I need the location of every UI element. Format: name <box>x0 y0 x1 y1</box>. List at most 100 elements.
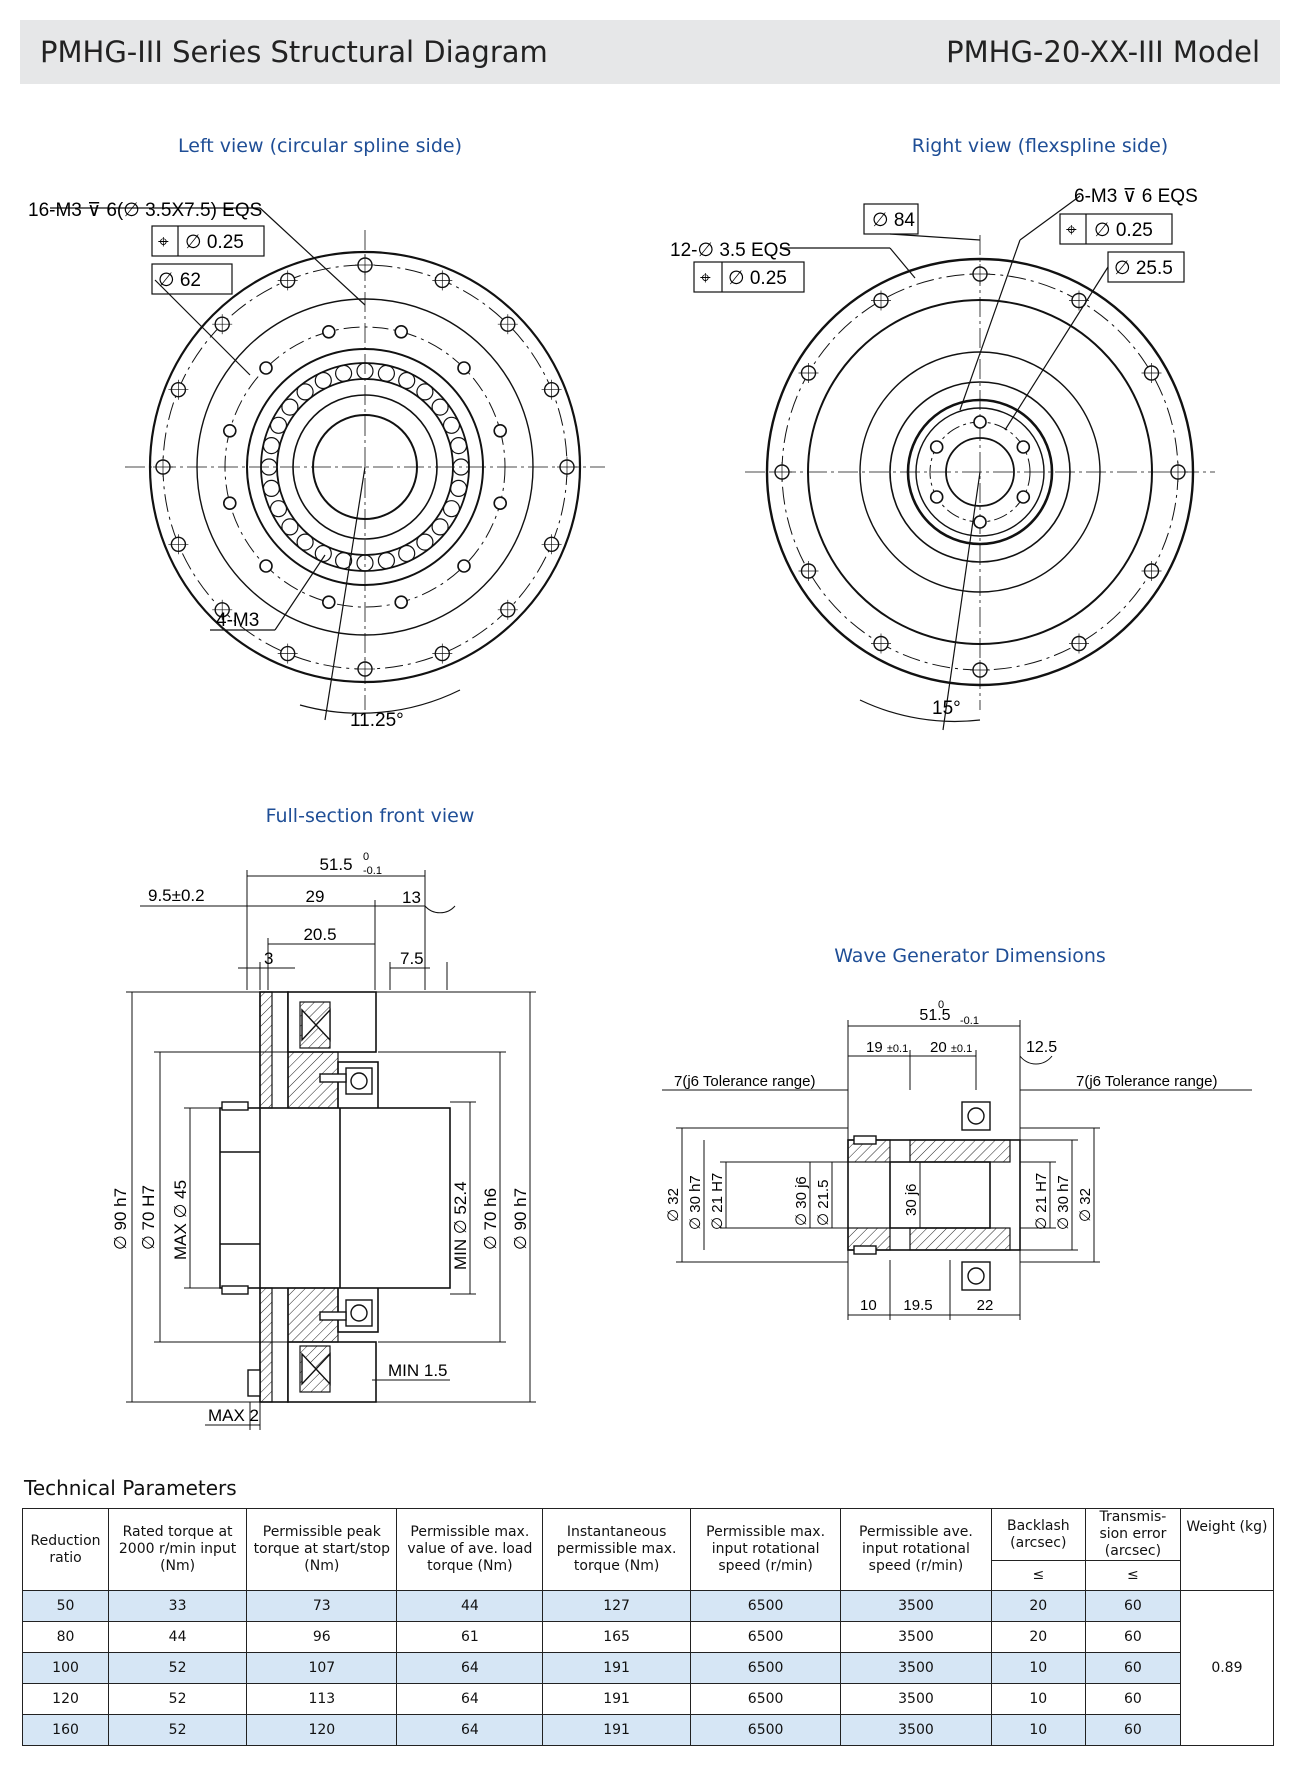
right-dia-inner-label: ∅ 25.5 <box>1114 258 1173 279</box>
wave-phi32a: ∅ 32 <box>665 1188 682 1222</box>
table-cell: 3500 <box>840 1652 992 1684</box>
bolt-hole <box>262 437 280 455</box>
header-instantaneous-torque: Instantaneous permissible max. torque (N… <box>542 1508 691 1591</box>
table-cell: 191 <box>542 1652 691 1684</box>
header-rated-torque: Rated torque at 2000 r/min input (Nm) <box>108 1508 248 1591</box>
bolt-hole <box>929 440 944 454</box>
table-cell: 100 <box>21 1652 110 1684</box>
table-cell: 61 <box>396 1621 544 1653</box>
table-cell: 120 <box>246 1714 398 1746</box>
bolt-hole <box>314 544 332 563</box>
header-error-le: ≤ <box>1085 1560 1181 1591</box>
bolt-hole <box>442 500 461 518</box>
left-view-caption: Left view (circular spline side) <box>178 135 462 157</box>
wave-d19: 19 ±0.1 <box>866 1039 908 1056</box>
section-overall-tol-low: -0.1 <box>363 865 382 877</box>
table-cell: 64 <box>396 1652 544 1684</box>
bolt-hole <box>269 500 288 518</box>
table-cell: 52 <box>108 1652 248 1684</box>
table-cell: 60 <box>1085 1590 1181 1622</box>
wave-phi30a: ∅ 30 h7 <box>687 1175 704 1230</box>
position-tol-icon-2: ⌖ <box>700 268 711 289</box>
table-cell: 191 <box>542 1714 691 1746</box>
table-cell: 52 <box>108 1714 248 1746</box>
section-view-drawing: 51.5 0 -0.1 9.5±0.2 29 13 20.5 3 7.5 <box>111 851 536 1430</box>
right-tol1-label: ∅ 0.25 <box>728 268 787 289</box>
bolt-hole <box>1016 440 1031 454</box>
left-angle-label: 11.25° <box>350 710 404 731</box>
page-header: PMHG-III Series Structural Diagram PMHG-… <box>20 20 1280 84</box>
bolt-hole <box>314 371 332 390</box>
table-cell: 6500 <box>689 1590 842 1622</box>
header-reduction-ratio: Reduction ratio <box>21 1508 110 1591</box>
bolt-hole <box>335 364 353 382</box>
section-overall-tol-up: 0 <box>363 851 369 863</box>
table-cell: 10 <box>990 1714 1087 1746</box>
wave-phi30b: ∅ 30 h7 <box>1055 1175 1072 1230</box>
section-view-caption: Full-section front view <box>265 805 475 827</box>
header-weight: Weight (kg) <box>1179 1508 1275 1591</box>
bolt-hole <box>262 479 280 497</box>
table-cell: 44 <box>396 1590 544 1622</box>
wave-generator-drawing: 51.5 0 -0.1 19 ±0.1 20 ±0.1 12.5 7(j6 To… <box>662 999 1252 1320</box>
bolt-hole <box>259 559 273 573</box>
table-cell: 165 <box>542 1621 691 1653</box>
table-cell: 6500 <box>689 1652 842 1684</box>
table-cell: 113 <box>246 1683 398 1715</box>
wave-overall-dim: 51.5 <box>919 1007 950 1024</box>
bolt-hole <box>450 437 468 455</box>
bolt-hole <box>416 533 434 551</box>
bolt-hole <box>223 424 237 438</box>
bolt-hole <box>356 554 374 572</box>
right-dia-outer-label: ∅ 84 <box>872 210 915 231</box>
table-cell: 10 <box>990 1652 1087 1684</box>
table-cell: 10 <box>990 1683 1087 1715</box>
section-d95: 9.5±0.2 <box>148 886 205 905</box>
section-d13: 13 <box>402 888 421 907</box>
bolt-hole <box>398 544 416 563</box>
page-title: PMHG-III Series Structural Diagram <box>40 35 548 69</box>
table-cell: 6500 <box>689 1683 842 1715</box>
bolt-hole <box>398 371 416 390</box>
section-phi90b: ∅ 90 h7 <box>511 1188 530 1250</box>
table-cell: 64 <box>396 1714 544 1746</box>
bolt-hole <box>296 533 314 551</box>
bolt-hole <box>377 552 395 570</box>
table-cell: 107 <box>246 1652 398 1684</box>
right-angle-label: 15° <box>932 698 961 719</box>
wave-phi21a: ∅ 21 H7 <box>709 1173 726 1230</box>
table-cell: 120 <box>21 1683 110 1715</box>
bolt-hole <box>269 416 288 434</box>
right-view-drawing: ∅ 84 12-∅ 3.5 EQS ⌖ ∅ 0.25 6-M3 ⊽ 6 EQS … <box>670 186 1215 731</box>
wave-phi21b: ∅ 21 H7 <box>1033 1173 1050 1230</box>
bolt-hole <box>394 325 409 339</box>
wave-generator-caption: Wave Generator Dimensions <box>834 945 1106 967</box>
table-cell: 20 <box>990 1621 1087 1653</box>
left-view-drawing: 16-M3 ⊽ 6(∅ 3.5X7.5) EQS ⌖ ∅ 0.25 ∅ 62 4… <box>28 200 605 731</box>
position-tol-icon: ⌖ <box>158 232 169 253</box>
section-phi90a: ∅ 90 h7 <box>111 1188 130 1250</box>
table-cell: 80 <box>21 1621 110 1653</box>
section-phi70b: ∅ 70 h6 <box>481 1188 500 1250</box>
technical-parameters-table: Reduction ratio Rated torque at 2000 r/m… <box>21 1508 1275 1746</box>
wave-b195: 19.5 <box>903 1297 932 1314</box>
wave-phi32b: ∅ 32 <box>1077 1188 1094 1222</box>
bolt-hole <box>356 362 374 380</box>
header-ave-input-speed: Permissible ave. input rotational speed … <box>840 1508 992 1591</box>
wave-tol-right: 7(j6 Tolerance range) <box>1076 1073 1217 1090</box>
right-view-caption: Right view (flexspline side) <box>911 135 1169 157</box>
table-cell: 3500 <box>840 1621 992 1653</box>
bolt-hole <box>929 490 944 504</box>
table-cell: 60 <box>1085 1621 1181 1653</box>
section-min15: MIN 1.5 <box>388 1361 448 1380</box>
table-cell: 44 <box>108 1621 248 1653</box>
section-max2: MAX 2 <box>208 1406 259 1425</box>
bolt-hole <box>259 361 273 375</box>
section-max45: MAX ∅ 45 <box>171 1180 190 1260</box>
table-cell: 33 <box>108 1590 248 1622</box>
model-name: PMHG-20-XX-III Model <box>946 35 1260 69</box>
bolt-hole <box>394 595 409 610</box>
